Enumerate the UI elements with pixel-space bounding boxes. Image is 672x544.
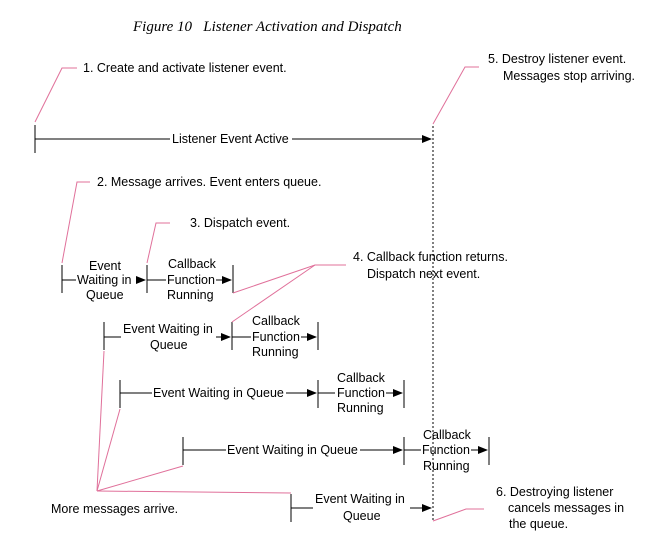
- row1-callback-label: Callback: [168, 257, 217, 271]
- figure-title: Figure 10 Listener Activation and Dispat…: [132, 19, 402, 35]
- row4-callback-label: Callback: [423, 428, 472, 442]
- step3-label: 3. Dispatch event.: [190, 216, 290, 230]
- more-messages-leader-row2: [96, 350, 105, 492]
- more-messages-leader-row5: [96, 490, 292, 494]
- row1-running-label: Running: [167, 288, 214, 302]
- row1-queue-label: Queue: [86, 288, 124, 302]
- row3-callback-label: Callback: [337, 371, 386, 385]
- step1-leader-line: [34, 67, 77, 123]
- more-messages-leader-row4: [96, 465, 184, 492]
- row5-queue-label: Queue: [343, 509, 381, 523]
- row2-queue-label: Queue: [150, 338, 188, 352]
- row4-running-label: Running: [423, 459, 470, 473]
- step6-label-line1: 6. Destroying listener: [496, 485, 613, 499]
- row1-function-label: Function: [167, 273, 215, 287]
- row3-running-label: Running: [337, 401, 384, 415]
- step5-label-line1: 5. Destroy listener event.: [488, 52, 626, 66]
- row2-event-waiting-label: Event Waiting in: [123, 322, 213, 336]
- row4-function-label: Function: [422, 443, 470, 457]
- step6-label-line2: cancels messages in: [508, 501, 624, 515]
- step4-label-line1: 4. Callback function returns.: [353, 250, 508, 264]
- step4-leader-line-a: [232, 264, 346, 294]
- step2-leader-line: [61, 181, 90, 264]
- step6-leader-line: [432, 508, 484, 522]
- step5-leader-line: [432, 66, 479, 125]
- row3-function-label: Function: [337, 386, 385, 400]
- row2-function-label: Function: [252, 330, 300, 344]
- step4-leader-line-b: [231, 264, 316, 323]
- step3-leader-line: [146, 222, 170, 264]
- row1-waiting-in-label: Waiting in: [77, 273, 131, 287]
- row4-event-waiting-label: Event Waiting in Queue: [227, 443, 358, 457]
- row2-running-label: Running: [252, 345, 299, 359]
- row3-event-waiting-label: Event Waiting in Queue: [153, 386, 284, 400]
- row2-callback-label: Callback: [252, 314, 301, 328]
- more-messages-leader-row3: [96, 408, 121, 492]
- step5-label-line2: Messages stop arriving.: [503, 69, 635, 83]
- step2-label: 2. Message arrives. Event enters queue.: [97, 175, 321, 189]
- step6-label-line3: the queue.: [509, 517, 568, 531]
- row1-event-label: Event: [89, 259, 121, 273]
- step1-label: 1. Create and activate listener event.: [83, 61, 287, 75]
- listener-active-label: Listener Event Active: [172, 132, 289, 146]
- step4-label-line2: Dispatch next event.: [367, 267, 480, 281]
- row5-event-waiting-label: Event Waiting in: [315, 492, 405, 506]
- more-messages-label: More messages arrive.: [51, 502, 178, 516]
